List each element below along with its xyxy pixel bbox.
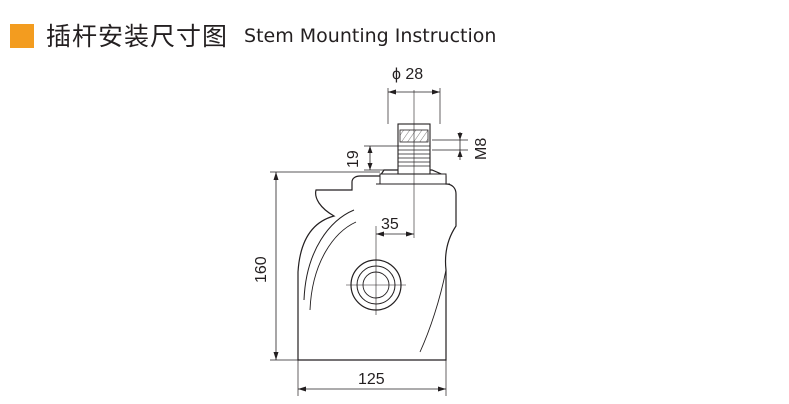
- dim-thread-label: M8: [473, 138, 490, 160]
- dim-diameter-label: ϕ 28: [392, 66, 423, 83]
- dim-diameter-arrow-left: [388, 89, 396, 95]
- dim-height-label: 160: [253, 256, 270, 283]
- title-english: Stem Mounting Instruction: [244, 24, 497, 47]
- title-bar: 插杆安装尺寸图 Stem Mounting Instruction: [10, 18, 496, 54]
- title-accent-square: [10, 24, 34, 48]
- dim-stem-length-label: 19: [345, 150, 362, 168]
- dim-offset-arrow-left: [376, 231, 384, 237]
- title-chinese: 插杆安装尺寸图: [46, 21, 229, 51]
- dim-height-arrow-bottom: [273, 352, 279, 360]
- wheel-rear-arc: [419, 269, 447, 353]
- dim-height-arrow-top: [273, 172, 279, 180]
- dim-offset-arrow-right: [406, 231, 414, 237]
- wheel-front-arc-inner: [309, 221, 357, 311]
- dim-diameter-arrow-right: [432, 89, 440, 95]
- dim-stem-length-arrow-bottom: [367, 163, 373, 170]
- dim-width-label: 125: [358, 371, 385, 388]
- swivel-plate: [379, 173, 447, 185]
- dim-width-arrow-right: [438, 386, 446, 392]
- wheel-front-arc: [303, 209, 355, 301]
- dim-width-arrow-left: [298, 386, 306, 392]
- dim-offset-label: 35: [381, 216, 399, 233]
- dim-thread-arrow-bottom: [457, 150, 463, 157]
- dim-stem-length-arrow-top: [367, 146, 373, 153]
- dim-thread-arrow-top: [457, 133, 463, 140]
